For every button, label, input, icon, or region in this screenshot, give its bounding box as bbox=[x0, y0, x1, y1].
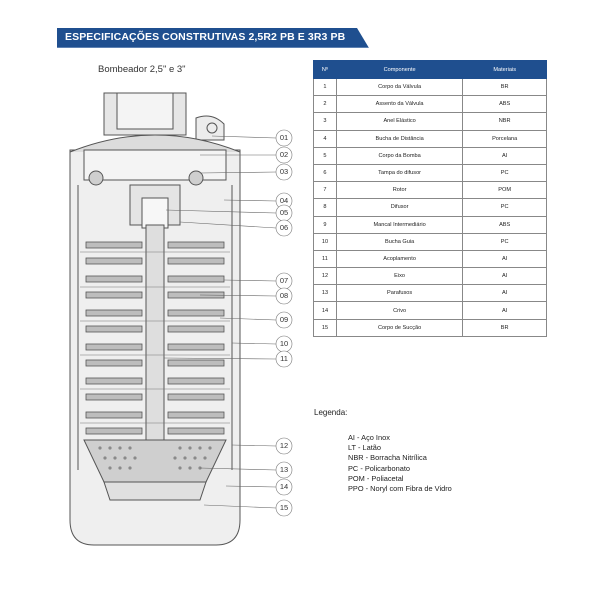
legend-item: POM - Poliacetal bbox=[348, 473, 404, 483]
cell-component: Bucha de Distância bbox=[335, 129, 464, 148]
legend-list: AI - Aço Inox LT - Latão NBR - Borracha … bbox=[348, 433, 452, 494]
cell-material: ABS bbox=[462, 215, 547, 234]
cell-number: 12 bbox=[313, 267, 337, 286]
callout-04: 04 bbox=[279, 196, 289, 205]
header-title: ESPECIFICAÇÕES CONSTRUTIVAS 2,5R2 PB E 3… bbox=[65, 31, 346, 43]
cell-material: NBR bbox=[462, 112, 547, 131]
callout-05: 05 bbox=[279, 208, 289, 217]
cell-component: Mancal Intermediário bbox=[335, 215, 464, 234]
cell-number: 14 bbox=[313, 301, 337, 320]
cell-component: Acoplamento bbox=[335, 249, 464, 269]
cell-component: Tampa do difusor bbox=[335, 163, 464, 183]
legend-item: NBR - Borracha Nitrílica bbox=[348, 453, 427, 463]
cell-material: AI bbox=[462, 146, 547, 165]
legend-item: AI - Aço Inox bbox=[348, 433, 390, 442]
cell-number: 5 bbox=[313, 146, 337, 165]
callout-10: 10 bbox=[279, 339, 289, 348]
cell-component: Assento da Válvula bbox=[335, 95, 464, 114]
callout-15: 15 bbox=[279, 503, 289, 512]
cell-material: AI bbox=[462, 284, 547, 303]
legend-item: LT - Latão bbox=[348, 443, 382, 453]
callout-02: 02 bbox=[279, 150, 289, 159]
cell-material: BR bbox=[462, 77, 547, 97]
cell-component: Difusor bbox=[335, 198, 464, 217]
cell-material: BR bbox=[462, 318, 547, 337]
callout-14: 14 bbox=[279, 482, 289, 491]
header-materials: Materiais bbox=[462, 60, 547, 79]
diagram-title: Bombeador 2,5" e 3" bbox=[98, 64, 186, 75]
cell-component: Bucha Guia bbox=[335, 232, 464, 251]
callout-09: 09 bbox=[279, 315, 289, 324]
callout-11: 11 bbox=[280, 354, 288, 363]
cell-number: 3 bbox=[313, 112, 337, 131]
cell-number: 15 bbox=[313, 318, 337, 337]
cell-number: 13 bbox=[313, 284, 337, 303]
cell-material: PC bbox=[462, 198, 547, 217]
cell-number: 9 bbox=[313, 215, 337, 234]
cell-component: Anel Elástico bbox=[335, 112, 464, 131]
cell-material: AI bbox=[462, 301, 547, 320]
cell-material: PC bbox=[462, 163, 547, 183]
callout-12: 12 bbox=[279, 441, 289, 450]
cell-component: Crivo bbox=[335, 301, 464, 320]
legend-item: PC - Policarbonato bbox=[348, 463, 411, 473]
cell-number: 4 bbox=[313, 129, 337, 148]
callout-13: 13 bbox=[279, 465, 289, 474]
header-number: Nº bbox=[313, 60, 337, 79]
cell-number: 7 bbox=[313, 181, 337, 200]
cell-material: AI bbox=[462, 267, 547, 286]
cell-component: Parafusos bbox=[335, 284, 464, 303]
cell-component: Eixo bbox=[335, 267, 464, 286]
cell-number: 11 bbox=[313, 249, 337, 269]
cell-number: 2 bbox=[313, 95, 337, 114]
cell-material: POM bbox=[462, 181, 547, 200]
cell-material: ABS bbox=[462, 95, 547, 114]
cell-number: 10 bbox=[313, 232, 337, 251]
callout-07: 07 bbox=[279, 276, 289, 285]
cell-number: 6 bbox=[313, 163, 337, 183]
header-banner: ESPECIFICAÇÕES CONSTRUTIVAS 2,5R2 PB E 3… bbox=[57, 28, 369, 48]
header-component: Componente bbox=[335, 60, 464, 79]
cell-number: 8 bbox=[313, 198, 337, 217]
legend-item: PPO - Noryl com Fibra de Vidro bbox=[348, 484, 452, 494]
callout-01: 01 bbox=[279, 133, 289, 142]
cell-component: Rotor bbox=[335, 181, 464, 200]
cell-component: Corpo da Bomba bbox=[335, 146, 464, 165]
cell-number: 1 bbox=[313, 77, 337, 97]
legend-title: Legenda: bbox=[314, 408, 348, 417]
banner-shape bbox=[57, 28, 369, 48]
cell-component: Corpo de Sucção bbox=[335, 318, 464, 337]
cell-material: AI bbox=[462, 249, 547, 269]
table-header-row: Nº Componente Materiais bbox=[313, 60, 547, 79]
cell-material: PC bbox=[462, 232, 547, 251]
cell-material: Porcelana bbox=[462, 129, 547, 148]
callout-06: 06 bbox=[279, 223, 289, 232]
callout-03: 03 bbox=[279, 167, 289, 176]
callout-08: 08 bbox=[279, 291, 289, 300]
cell-component: Corpo da Válvula bbox=[335, 77, 464, 97]
